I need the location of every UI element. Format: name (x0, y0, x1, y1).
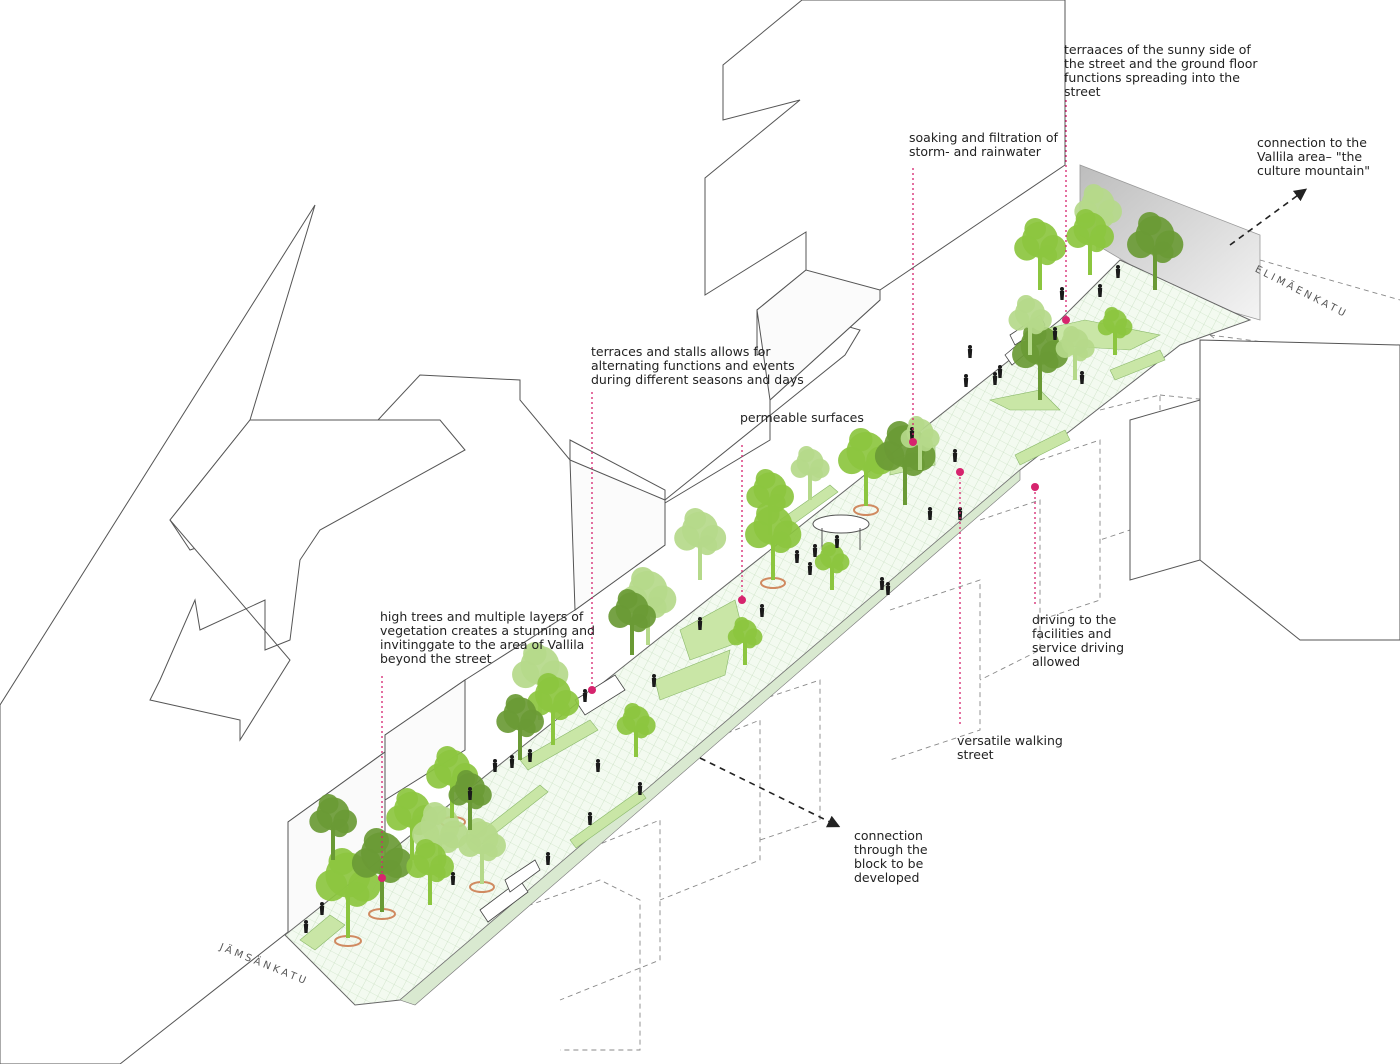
tree (1008, 295, 1052, 355)
tree (674, 508, 727, 580)
annotation-connection-block: connection through the block to be devel… (854, 828, 928, 885)
person (1097, 284, 1103, 297)
trees (309, 184, 1184, 938)
tree (406, 839, 454, 905)
person (303, 920, 309, 933)
tree (745, 502, 802, 580)
person (759, 604, 765, 617)
person (1079, 371, 1085, 384)
person (879, 577, 885, 590)
person (319, 902, 325, 915)
person (582, 689, 588, 702)
tree (458, 818, 506, 884)
tree (1097, 307, 1133, 355)
person (527, 749, 533, 762)
tree (608, 589, 656, 655)
person (467, 787, 473, 800)
tree (1014, 218, 1067, 290)
person (651, 674, 657, 687)
tree (814, 542, 850, 590)
annotation-soaking-filtration: soaking and filtration of storm- and rai… (909, 130, 1058, 159)
tree (315, 848, 381, 938)
person (794, 550, 800, 563)
callout-markers (378, 316, 1070, 882)
arrow-to-vallila (1229, 188, 1308, 246)
person (834, 535, 840, 548)
street-surface (284, 259, 1252, 1006)
annotation-connection-vallila: connection to the Vallila area– "the cul… (1257, 135, 1370, 178)
tree (309, 794, 357, 860)
person (1115, 265, 1121, 278)
callout-leaders (381, 100, 1067, 878)
person (992, 372, 998, 385)
tree (351, 828, 413, 912)
person (812, 544, 818, 557)
person (637, 782, 643, 795)
person (963, 374, 969, 387)
tree (1055, 326, 1095, 380)
person (450, 872, 456, 885)
person (885, 582, 891, 595)
tree (616, 703, 656, 757)
building-left (0, 0, 1066, 1064)
person (927, 507, 933, 520)
arrow-through-block (699, 757, 841, 828)
person (1059, 287, 1065, 300)
tree (727, 617, 763, 665)
tree (790, 446, 830, 500)
person (492, 759, 498, 772)
person (595, 759, 601, 772)
annotation-permeable-surfaces: permeable surfaces (740, 410, 864, 425)
person (697, 617, 703, 630)
tree (1066, 209, 1114, 275)
person (509, 755, 515, 768)
person (1052, 327, 1058, 340)
pavilion (812, 514, 870, 550)
annotation-high-trees: high trees and multiple layers of vegeta… (380, 609, 595, 666)
person (967, 345, 973, 358)
annotation-terraces-sunny-side: terraaces of the sunny side of the stree… (1064, 42, 1258, 99)
people (303, 265, 1121, 933)
tree (496, 694, 544, 760)
building-right (1129, 339, 1400, 641)
annotation-terraces-stalls: terraces and stalls allows for alternati… (591, 344, 804, 387)
person (997, 365, 1003, 378)
annotation-driving: driving to the facilities and service dr… (1032, 612, 1125, 669)
tree (1127, 212, 1184, 290)
person (952, 449, 958, 462)
annotation-walking-street: versatile walking street (957, 733, 1063, 762)
person (545, 852, 551, 865)
person (587, 812, 593, 825)
tree (746, 469, 794, 535)
person (807, 562, 813, 575)
